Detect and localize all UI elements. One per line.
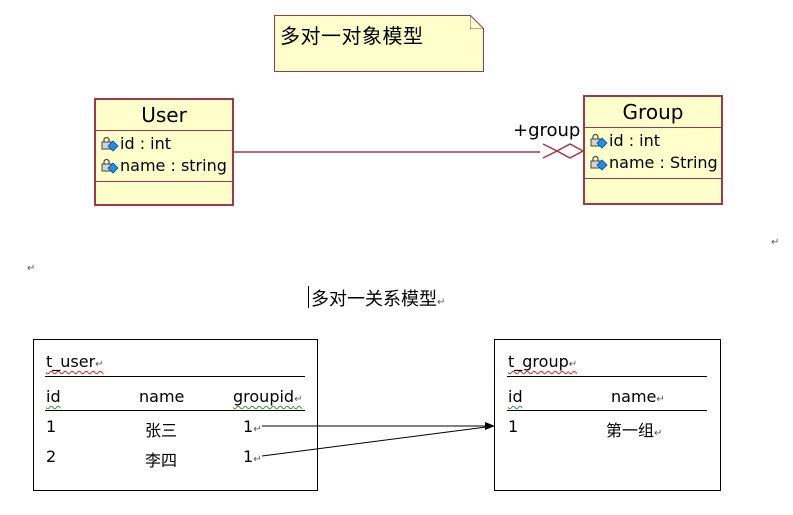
table-cell: 1 (46, 417, 57, 436)
paragraph-mark: ↵ (27, 263, 36, 274)
uml-attribute[interactable]: name : string (100, 155, 232, 177)
uml-class-group[interactable]: Group id : int name : String (583, 95, 723, 205)
private-attribute-icon (590, 133, 608, 149)
uml-attribute-text: id : int (609, 131, 661, 150)
note-fold-corner-icon (470, 15, 484, 29)
uml-note[interactable]: 多对一对象模型 (274, 15, 484, 72)
fk-arrow-row2 (261, 425, 495, 457)
table-t-group[interactable]: t_group↵ id name↵ 1 第一组↵ (494, 339, 721, 491)
table-t-user[interactable]: t_user↵ id name groupid↵ 1 张三 1↵ 2 李四 1↵ (33, 339, 318, 491)
table-name: t_group↵ (508, 352, 578, 371)
uml-note-text: 多对一对象模型 (280, 24, 424, 48)
table-cell: 1 (508, 417, 519, 436)
table-divider (45, 410, 305, 411)
uml-attribute-text: name : string (120, 156, 227, 175)
uml-class-user-name: User (96, 100, 232, 131)
column-header: name↵ (611, 387, 665, 406)
uml-class-user[interactable]: User id : int name : string (94, 98, 234, 206)
uml-attribute[interactable]: id : int (589, 130, 721, 152)
table-cell: 1↵ (243, 417, 262, 436)
private-attribute-icon (101, 136, 119, 152)
association-role-label: +group (513, 120, 581, 141)
paragraph-mark: ↵ (95, 359, 104, 370)
uml-attribute[interactable]: id : int (100, 133, 232, 155)
uml-attribute[interactable]: name : String (589, 152, 721, 174)
uml-attribute-text: name : String (609, 153, 718, 172)
text-cursor (308, 286, 309, 308)
uml-class-group-attributes: id : int name : String (585, 128, 721, 179)
uml-aggregation-diamond (555, 143, 585, 159)
private-attribute-icon (590, 155, 608, 171)
table-divider (507, 410, 707, 411)
table-cell: 2 (46, 447, 57, 466)
table-cell: 张三 (145, 421, 178, 440)
paragraph-mark: ↵ (771, 237, 780, 248)
column-header: id (46, 387, 61, 406)
uml-association-arrowhead (542, 143, 559, 159)
relational-model-caption[interactable]: 多对一关系模型↵ (308, 285, 446, 311)
private-attribute-icon (101, 158, 119, 174)
table-cell: 第一组↵ (606, 421, 663, 440)
uml-class-user-attributes: id : int name : string (96, 131, 232, 182)
column-header: name (139, 387, 185, 406)
uml-class-group-name: Group (585, 97, 721, 128)
table-cell: 李四 (145, 451, 178, 470)
table-divider (45, 376, 305, 377)
table-divider (507, 376, 707, 377)
caption-text: 多对一关系模型 (311, 289, 437, 310)
table-name: t_user↵ (46, 352, 104, 371)
paragraph-mark: ↵ (437, 297, 446, 308)
column-header: id (508, 387, 523, 406)
column-header: groupid↵ (233, 387, 303, 406)
uml-attribute-text: id : int (120, 134, 172, 153)
table-cell: 1↵ (243, 447, 262, 466)
paragraph-mark: ↵ (568, 359, 578, 370)
